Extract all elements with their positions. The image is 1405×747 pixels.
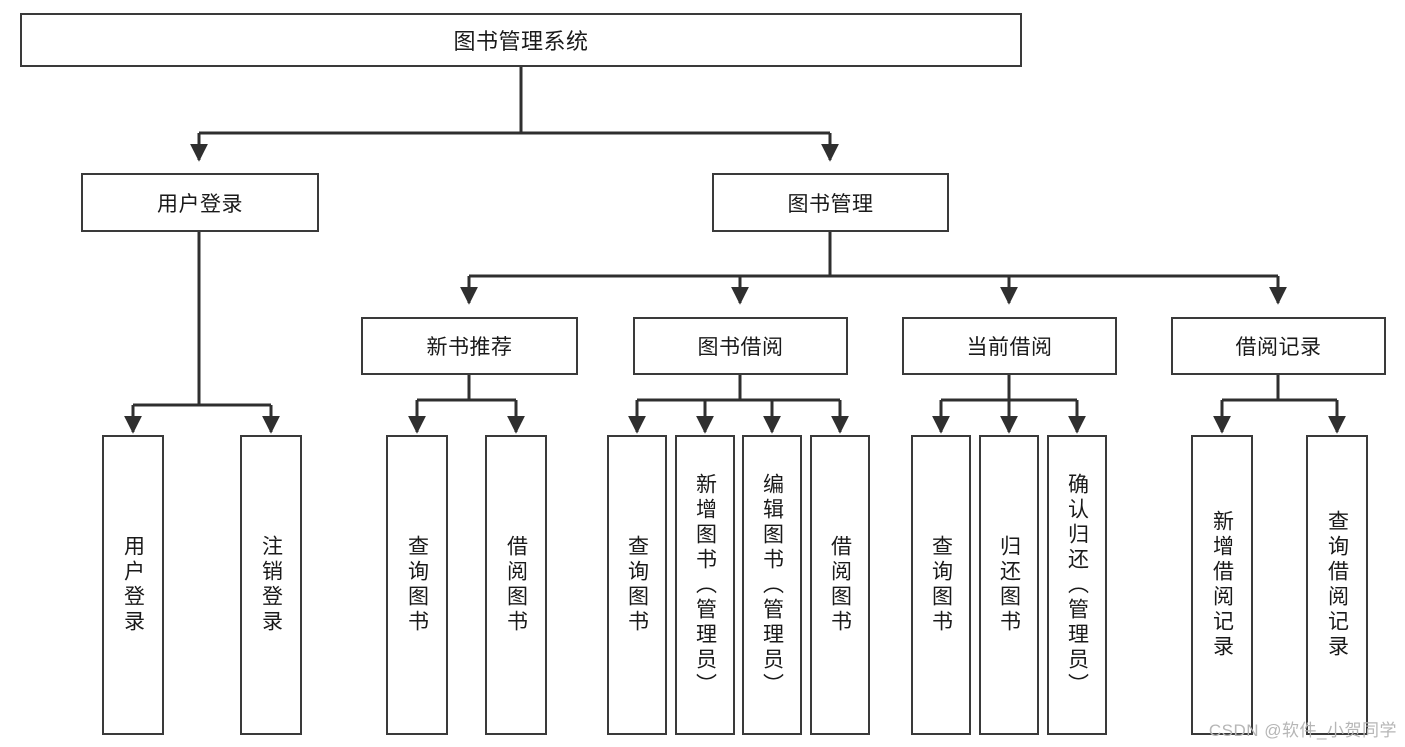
leaf-borrow-book-1-label: 借阅图书 [504, 535, 528, 635]
node-borrow-record[interactable]: 借阅记录 [1171, 317, 1386, 375]
leaf-confirm-return[interactable]: 确认归还（管理员） [1047, 435, 1107, 735]
leaf-edit-book[interactable]: 编辑图书（管理员） [742, 435, 802, 735]
leaf-query-book-3-label: 查询图书 [929, 535, 953, 635]
node-book-management[interactable]: 图书管理 [712, 173, 949, 232]
leaf-add-book-label: 新增图书（管理员） [693, 472, 717, 698]
node-new-book-recommend[interactable]: 新书推荐 [361, 317, 578, 375]
node-user-login[interactable]: 用户登录 [81, 173, 319, 232]
node-new-book-recommend-label: 新书推荐 [426, 336, 513, 359]
leaf-query-book-3[interactable]: 查询图书 [911, 435, 971, 735]
leaf-query-book-2-label: 查询图书 [625, 535, 649, 635]
node-borrow-record-label: 借阅记录 [1235, 336, 1322, 359]
leaf-add-book[interactable]: 新增图书（管理员） [675, 435, 735, 735]
node-root[interactable]: 图书管理系统 [20, 13, 1022, 67]
leaf-query-record-label: 查询借阅记录 [1325, 510, 1349, 660]
leaf-borrow-book-2-label: 借阅图书 [828, 535, 852, 635]
leaf-edit-book-label: 编辑图书（管理员） [760, 472, 784, 698]
leaf-return-book-label: 归还图书 [997, 535, 1021, 635]
csdn-watermark: CSDN @软件_小贺同学 [1208, 721, 1397, 740]
leaf-borrow-book-1[interactable]: 借阅图书 [485, 435, 547, 735]
leaf-add-record-label: 新增借阅记录 [1210, 510, 1234, 660]
node-book-borrow[interactable]: 图书借阅 [633, 317, 848, 375]
leaf-add-record[interactable]: 新增借阅记录 [1191, 435, 1253, 735]
leaf-logout-login-label: 注销登录 [259, 535, 283, 635]
leaf-query-record[interactable]: 查询借阅记录 [1306, 435, 1368, 735]
leaf-return-book[interactable]: 归还图书 [979, 435, 1039, 735]
leaf-query-book-1[interactable]: 查询图书 [386, 435, 448, 735]
leaf-user-login[interactable]: 用户登录 [102, 435, 164, 735]
node-current-borrow-label: 当前借阅 [966, 336, 1053, 359]
leaf-user-login-label: 用户登录 [121, 535, 145, 635]
leaf-query-book-1-label: 查询图书 [405, 535, 429, 635]
node-user-login-label: 用户登录 [157, 192, 243, 216]
node-root-label: 图书管理系统 [453, 29, 589, 54]
node-book-management-label: 图书管理 [787, 192, 874, 216]
leaf-logout-login[interactable]: 注销登录 [240, 435, 302, 735]
leaf-borrow-book-2[interactable]: 借阅图书 [810, 435, 870, 735]
leaf-confirm-return-label: 确认归还（管理员） [1065, 472, 1089, 698]
node-current-borrow[interactable]: 当前借阅 [902, 317, 1117, 375]
leaf-query-book-2[interactable]: 查询图书 [607, 435, 667, 735]
node-book-borrow-label: 图书借阅 [697, 336, 784, 359]
